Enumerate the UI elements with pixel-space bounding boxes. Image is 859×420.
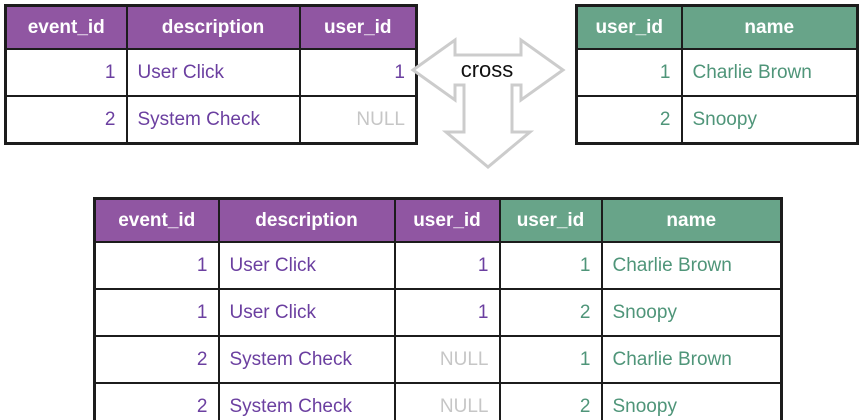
column-header-event_id: event_id — [4, 4, 128, 50]
table-cell: 1 — [575, 48, 683, 97]
table-cell: Charlie Brown — [600, 335, 783, 384]
column-header-description: description — [217, 197, 396, 243]
column-header-user_id: user_id — [498, 197, 603, 243]
table-cell: 2 — [93, 382, 220, 420]
column-header-user_id: user_id — [575, 4, 683, 50]
table-cell: 1 — [393, 241, 501, 290]
column-header-event_id: event_id — [93, 197, 220, 243]
table-cell: Snoopy — [600, 382, 783, 420]
table-cell: User Click — [217, 288, 396, 337]
table-cell: Charlie Brown — [680, 48, 859, 97]
table-cell: 2 — [498, 288, 603, 337]
table-cell: 1 — [498, 335, 603, 384]
table-cell: System Check — [217, 335, 396, 384]
table-cell: 1 — [298, 48, 418, 97]
column-header-description: description — [125, 4, 301, 50]
table-cell: Snoopy — [600, 288, 783, 337]
table-cell: Snoopy — [680, 95, 859, 145]
table-cell: NULL — [393, 335, 501, 384]
table-cell: 1 — [393, 288, 501, 337]
table-cell: 2 — [575, 95, 683, 145]
table-cell: User Click — [125, 48, 301, 97]
column-header-name: name — [600, 197, 783, 243]
table-cell: 2 — [498, 382, 603, 420]
table-cell: 1 — [93, 288, 220, 337]
cross-label: cross — [460, 57, 514, 82]
table-cell: 2 — [4, 95, 128, 145]
table-cell: NULL — [298, 95, 418, 145]
table-cell: 1 — [93, 241, 220, 290]
table-cell: System Check — [125, 95, 301, 145]
column-header-user_id: user_id — [298, 4, 418, 50]
cross-join-arrow-icon — [405, 35, 575, 175]
column-header-user_id: user_id — [393, 197, 501, 243]
column-header-name: name — [680, 4, 859, 50]
table-cell: Charlie Brown — [600, 241, 783, 290]
table-cell: 1 — [4, 48, 128, 97]
table-cell: User Click — [217, 241, 396, 290]
table-cell: System Check — [217, 382, 396, 420]
table-cell: 2 — [93, 335, 220, 384]
table-cell: 1 — [498, 241, 603, 290]
table-cell: NULL — [393, 382, 501, 420]
